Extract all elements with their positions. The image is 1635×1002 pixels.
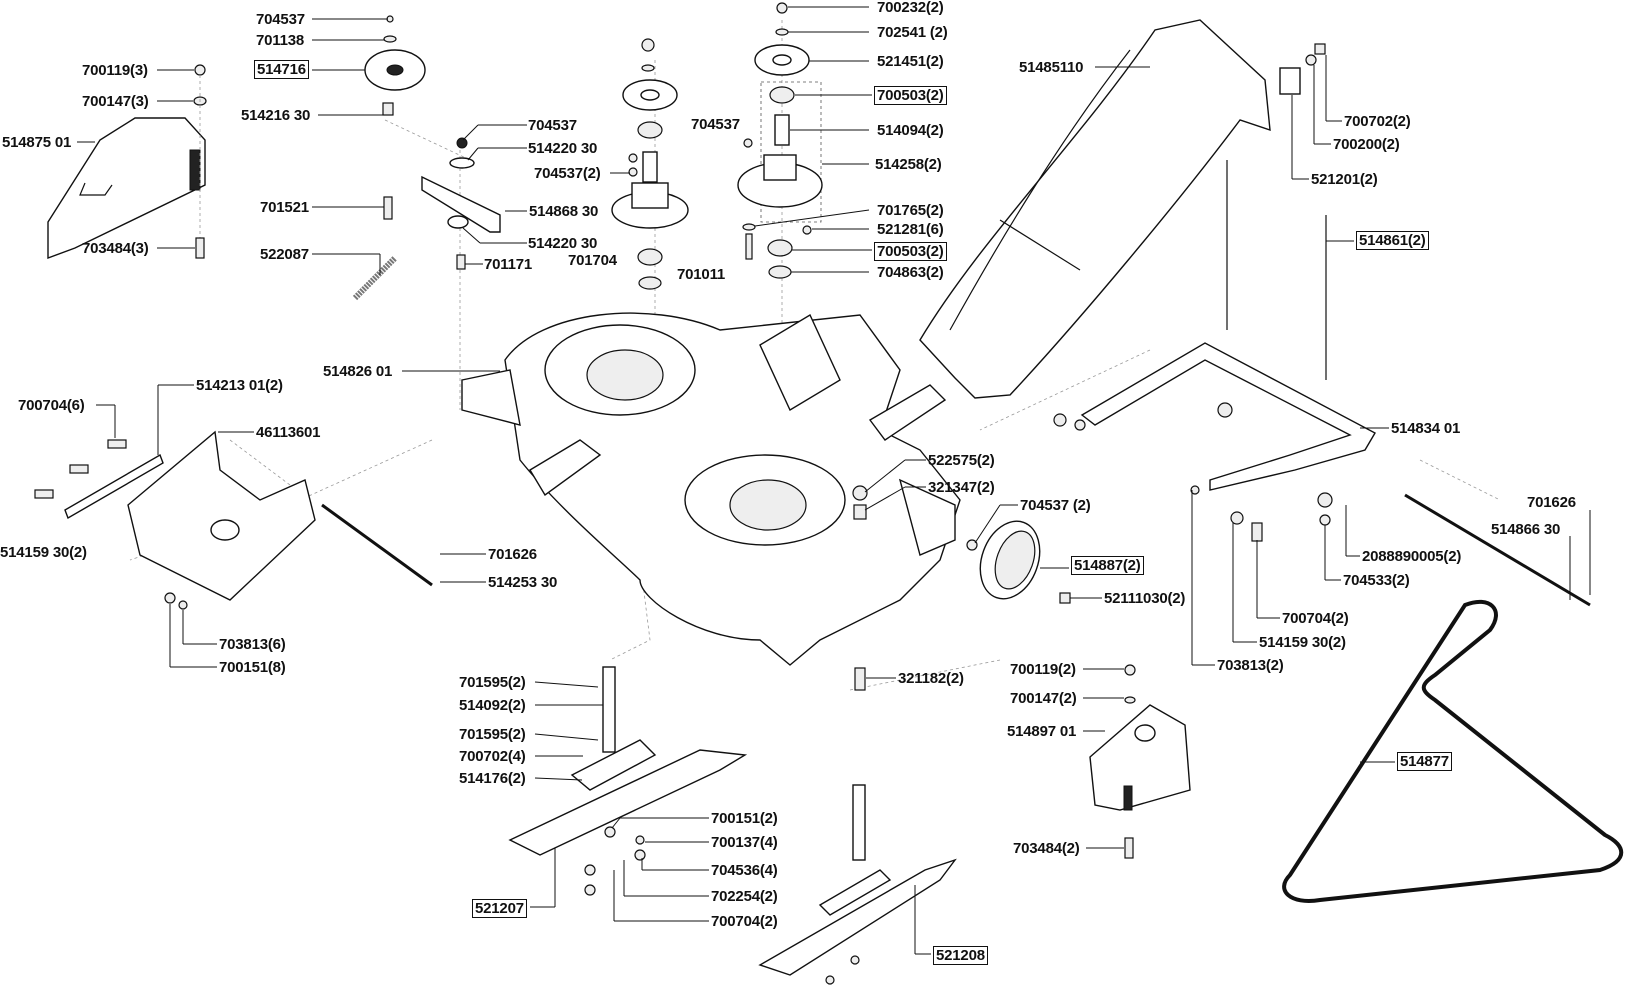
part-label: 514176(2)	[459, 770, 526, 787]
part-label: 702541 (2)	[877, 24, 948, 41]
part-label: 522575(2)	[928, 452, 995, 469]
part-label: 704537(2)	[534, 165, 601, 182]
spindle-assembly-left	[611, 38, 689, 290]
part-label: 703484(2)	[1013, 840, 1080, 857]
part-label: 700704(2)	[711, 913, 778, 930]
chute-bracket	[1279, 43, 1326, 95]
part-label: 700119(2)	[1010, 661, 1076, 678]
part-label: 703813(2)	[1217, 657, 1284, 674]
part-label: 514253 30	[488, 574, 558, 591]
part-label: 700702(2)	[1344, 113, 1411, 130]
deck-wheel	[966, 520, 1071, 604]
part-label: 701521	[260, 199, 309, 216]
part-label: 700704(6)	[18, 397, 85, 414]
rear-frame	[1053, 342, 1376, 542]
part-label: 514875 01	[2, 134, 72, 151]
part-label: 700147(2)	[1010, 690, 1077, 707]
part-label: 700151(8)	[219, 659, 286, 676]
part-label: 521451(2)	[877, 53, 944, 70]
part-label: 514092(2)	[459, 697, 526, 714]
part-label: 701765(2)	[877, 202, 944, 219]
part-label: 704533(2)	[1343, 572, 1410, 589]
part-label: 704537	[528, 117, 577, 134]
part-label: 701138	[256, 32, 305, 49]
part-label: 704537 (2)	[1020, 497, 1091, 514]
idler-pulley	[364, 15, 426, 116]
spring-522087	[352, 255, 398, 301]
part-label-boxed: 514877	[1397, 752, 1452, 771]
belt-cover-right	[1089, 664, 1191, 859]
part-label: 46113601	[256, 424, 321, 441]
part-label: 701011	[677, 266, 726, 283]
blade-assembly-left	[508, 666, 748, 896]
part-label: 701626	[488, 546, 537, 563]
part-label: 701595(2)	[459, 726, 526, 743]
part-label-boxed: 514861(2)	[1356, 231, 1429, 250]
front-bracket	[34, 430, 316, 610]
bolt-701521	[383, 196, 393, 220]
part-label: 700119(3)	[82, 62, 148, 79]
part-label: 514866 30	[1491, 521, 1561, 538]
part-label: 700232(2)	[877, 0, 944, 16]
part-label: 514213 01(2)	[196, 377, 283, 394]
part-label: 521201(2)	[1311, 171, 1378, 188]
bolt-321182	[854, 667, 866, 691]
mower-deck	[461, 312, 961, 666]
part-label: 522087	[260, 246, 309, 263]
rod-514866	[1404, 493, 1591, 607]
part-label: 700137(4)	[711, 834, 778, 851]
part-label: 514159 30(2)	[1259, 634, 1346, 651]
idler-arm	[421, 137, 501, 270]
part-label: 514220 30	[528, 140, 598, 157]
part-label: 514216 30	[241, 107, 311, 124]
part-label: 701595(2)	[459, 674, 526, 691]
part-label: 52111030(2)	[1104, 590, 1186, 607]
part-label: 704537	[691, 116, 740, 133]
blade-assembly-right	[758, 784, 957, 985]
part-label-boxed: 521208	[933, 946, 988, 965]
rod-514253	[321, 503, 433, 587]
part-label: 704536(4)	[711, 862, 778, 879]
part-label-boxed: 700503(2)	[874, 242, 947, 261]
part-label: 514834 01	[1391, 420, 1461, 437]
part-label: 321347(2)	[928, 479, 995, 496]
part-label: 700200(2)	[1333, 136, 1400, 153]
part-label: 514220 30	[528, 235, 598, 252]
part-label: 704863(2)	[877, 264, 944, 281]
part-label: 514258(2)	[875, 156, 942, 173]
part-label-boxed: 521207	[472, 899, 527, 918]
part-label: 321182(2)	[898, 670, 964, 687]
part-label: 701626	[1527, 494, 1576, 511]
part-label: 514094(2)	[877, 122, 944, 139]
part-label: 702254(2)	[711, 888, 778, 905]
discharge-chute	[919, 19, 1271, 399]
part-label: 703813(6)	[219, 636, 286, 653]
fastener-stack-left	[193, 64, 207, 259]
drive-belt	[1282, 599, 1624, 903]
part-label: 2088890005(2)	[1362, 548, 1462, 565]
part-label: 701171	[484, 256, 533, 273]
part-label: 701704	[568, 252, 617, 269]
part-label-boxed: 700503(2)	[874, 86, 947, 105]
part-label: 700151(2)	[711, 810, 778, 827]
part-label: 514826 01	[323, 363, 393, 380]
part-label: 700704(2)	[1282, 610, 1349, 627]
part-label-boxed: 514716	[254, 60, 309, 79]
spindle-assembly-right	[737, 2, 823, 279]
part-label: 514897 01	[1007, 723, 1077, 740]
part-label: 700702(4)	[459, 748, 526, 765]
part-label: 700147(3)	[82, 93, 149, 110]
part-label: 704537	[256, 11, 305, 28]
part-label-boxed: 514887(2)	[1071, 556, 1144, 575]
part-label: 703484(3)	[82, 240, 149, 257]
part-label: 521281(6)	[877, 221, 944, 238]
part-label: 51485110	[1019, 59, 1084, 76]
part-label: 514159 30(2)	[0, 544, 87, 561]
belt-cover-left	[47, 117, 206, 260]
part-label: 514868 30	[529, 203, 599, 220]
